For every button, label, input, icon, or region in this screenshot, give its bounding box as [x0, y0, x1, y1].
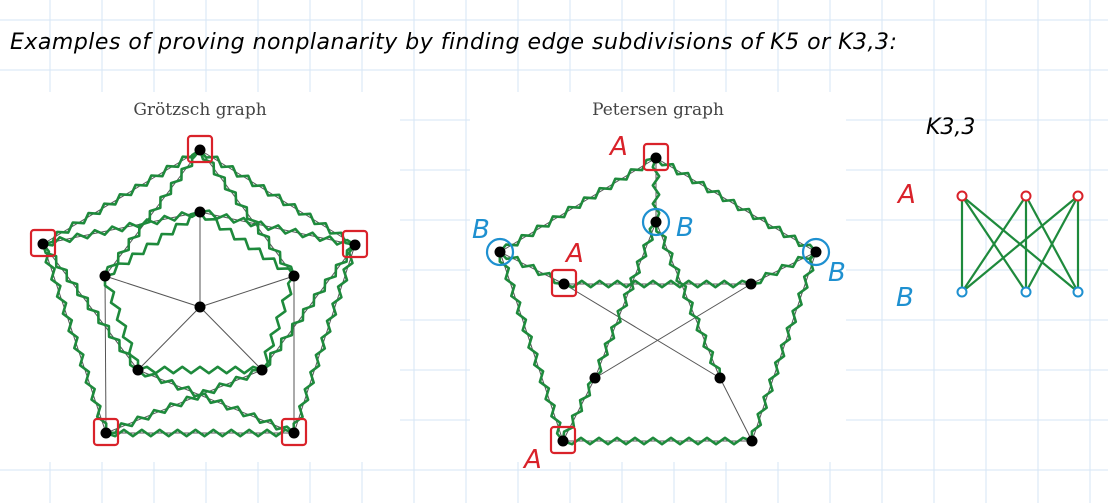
- petersen-outer-vertex: [557, 435, 569, 447]
- grotzsch-inner-vertex: [132, 364, 144, 376]
- grotzsch-cross-edge: [199, 211, 356, 246]
- grotzsch-k5-path: [198, 149, 296, 277]
- grotzsch-inner-vertex: [99, 270, 111, 282]
- k5-branch-marker: [92, 417, 120, 447]
- k33-edge: [961, 195, 1079, 293]
- petersen-inner-vertex: [589, 372, 601, 384]
- k5-branch-marker: [29, 228, 57, 258]
- grotzsch-outer-vertex: [194, 144, 206, 156]
- grotzsch-k5-path: [137, 365, 263, 375]
- grotzsch-k5-path: [261, 243, 356, 372]
- petersen-inner-vertex: [714, 372, 726, 384]
- grotzsch-cross-edge: [42, 243, 139, 371]
- k5-branch-marker: [341, 229, 369, 259]
- grotzsch-k5-path: [199, 209, 356, 247]
- grotzsch-outer-vertex: [288, 427, 300, 439]
- petersen-k33-path: [594, 221, 657, 379]
- grotzsch-k5-path: [41, 243, 108, 434]
- label-a: A: [522, 445, 542, 475]
- grotzsch-outer-vertex: [37, 238, 49, 250]
- petersen-k33-path: [563, 279, 752, 289]
- petersen-k33-path: [562, 436, 753, 446]
- grotzsch-k5-path: [198, 211, 296, 277]
- petersen-spoke: [562, 377, 596, 442]
- k33-b-vertex: [956, 286, 968, 298]
- grotzsch-inner-vertex: [256, 364, 268, 376]
- petersen-outer-vertex: [494, 246, 506, 258]
- petersen-spoke: [719, 377, 753, 442]
- grotzsch-k5-path: [137, 369, 295, 434]
- petersen-k33-path: [750, 251, 818, 442]
- k33-b-vertex: [1020, 286, 1032, 298]
- k33-title: K3,3: [926, 115, 976, 140]
- k33-a-marker: [549, 425, 577, 455]
- grotzsch-k5-path: [103, 276, 140, 370]
- grotzsch-k5-path: [260, 275, 296, 371]
- grotzsch-outer-vertex: [349, 239, 361, 251]
- k5-branch-marker: [280, 417, 308, 447]
- grotzsch-cross-edge: [104, 149, 201, 277]
- grotzsch-k5-path: [292, 244, 357, 434]
- grotzsch-k5-path: [198, 149, 356, 247]
- label-b: B: [828, 258, 846, 288]
- grotzsch-outer-edge: [199, 149, 356, 246]
- grotzsch-spoke: [199, 306, 263, 371]
- petersen-star-edge: [594, 283, 752, 379]
- label-b: B: [472, 215, 490, 245]
- petersen-k33-path: [654, 221, 722, 379]
- grotzsch-k5-path: [105, 368, 263, 435]
- petersen-outer-vertex: [810, 246, 822, 258]
- petersen-outer-vertex: [650, 152, 662, 164]
- petersen-k33-path: [498, 156, 657, 253]
- grotzsch-outer-vertex: [100, 427, 112, 439]
- petersen-k33-path: [561, 377, 596, 442]
- label-a: A: [608, 132, 628, 162]
- grotzsch-k5-path: [42, 149, 201, 246]
- k33-b-marker: [641, 207, 671, 237]
- petersen-inner-vertex: [745, 278, 757, 290]
- grotzsch-spoke: [199, 275, 295, 308]
- petersen-title: Petersen graph: [592, 100, 724, 120]
- petersen-k33-path: [498, 251, 565, 442]
- k33-a-vertex: [1072, 190, 1084, 202]
- petersen-k33-path: [655, 157, 817, 253]
- label-a: A: [564, 239, 584, 269]
- page-heading: Examples of proving nonplanarity by find…: [10, 30, 898, 55]
- grotzsch-k5-path: [41, 243, 139, 372]
- k33-row-b-label: B: [896, 283, 914, 313]
- grotzsch-cross-edge: [104, 275, 107, 434]
- grotzsch-inner-vertex: [194, 206, 206, 218]
- grotzsch-spoke: [104, 275, 201, 308]
- grotzsch-k5-path: [104, 210, 201, 278]
- grotzsch-center-vertex: [194, 301, 206, 313]
- k33-b-marker: [485, 237, 515, 267]
- grotzsch-title: Grötzsch graph: [133, 100, 267, 120]
- petersen-outer-edge: [499, 157, 657, 253]
- k5-branch-marker: [186, 134, 214, 164]
- k33-edge: [1025, 195, 1079, 293]
- k33-a-marker: [550, 268, 578, 298]
- label-b: B: [676, 213, 694, 243]
- k33-b-marker: [801, 237, 831, 267]
- grotzsch-spoke: [137, 306, 201, 371]
- petersen-star-edge: [563, 283, 721, 379]
- k33-b-vertex: [1072, 286, 1084, 298]
- grotzsch-inner-vertex: [288, 270, 300, 282]
- petersen-k33-path: [651, 157, 661, 223]
- petersen-inner-vertex: [650, 216, 662, 228]
- grotzsch-cross-edge: [42, 211, 201, 245]
- grotzsch-k5-path: [105, 428, 295, 438]
- k33-edge: [961, 195, 1027, 293]
- grotzsch-k5-path: [103, 148, 201, 277]
- k33-row-a-label: A: [896, 180, 916, 210]
- k33-a-marker: [642, 142, 670, 172]
- grotzsch-k5-path: [42, 210, 201, 247]
- k33-a-vertex: [1020, 190, 1032, 202]
- petersen-outer-vertex: [746, 435, 758, 447]
- petersen-inner-vertex: [558, 278, 570, 290]
- k33-a-vertex: [956, 190, 968, 202]
